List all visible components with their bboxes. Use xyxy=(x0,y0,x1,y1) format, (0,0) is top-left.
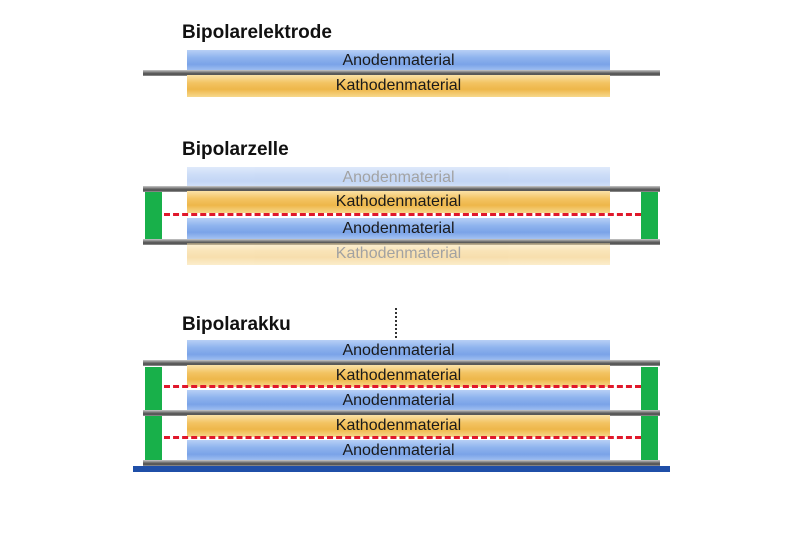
battery-separator-2 xyxy=(164,436,641,439)
battery-seal-right-2 xyxy=(641,416,658,460)
cell-cathode-layer: Kathodenmaterial xyxy=(187,191,610,213)
electrode-anode-layer: Anodenmaterial xyxy=(187,50,610,72)
battery-cathode-layer-1: Kathodenmaterial xyxy=(187,365,610,387)
cell-current-collector-top xyxy=(143,186,660,192)
battery-seal-right-1 xyxy=(641,367,658,410)
battery-base-plate xyxy=(133,466,670,472)
cell-current-collector-bottom xyxy=(143,239,660,245)
battery-cathode-layer-2: Kathodenmaterial xyxy=(187,415,610,437)
battery-anode-layer-1: Anodenmaterial xyxy=(187,340,610,362)
cell-seal-right xyxy=(641,192,658,239)
cell-title: Bipolarzelle xyxy=(182,139,289,160)
battery-separator-1 xyxy=(164,385,641,388)
cell-seal-left xyxy=(145,192,162,239)
battery-current-collector-3 xyxy=(143,460,660,466)
electrode-title: Bipolarelektrode xyxy=(182,22,332,43)
battery-anode-layer-2: Anodenmaterial xyxy=(187,390,610,412)
battery-current-collector-2 xyxy=(143,410,660,416)
electrode-cathode-layer: Kathodenmaterial xyxy=(187,75,610,97)
battery-anode-layer-3: Anodenmaterial xyxy=(187,440,610,462)
electrode-current-collector xyxy=(143,70,660,76)
battery-seal-left-1 xyxy=(145,367,162,410)
cell-anode-layer-faded: Anodenmaterial xyxy=(187,167,610,189)
battery-seal-left-2 xyxy=(145,416,162,460)
cell-cathode-layer-faded: Kathodenmaterial xyxy=(187,243,610,265)
battery-current-collector-1 xyxy=(143,360,660,366)
dotted-marker-line xyxy=(395,308,397,342)
battery-title: Bipolarakku xyxy=(182,314,291,335)
cell-separator xyxy=(164,213,641,216)
cell-anode-layer: Anodenmaterial xyxy=(187,218,610,240)
